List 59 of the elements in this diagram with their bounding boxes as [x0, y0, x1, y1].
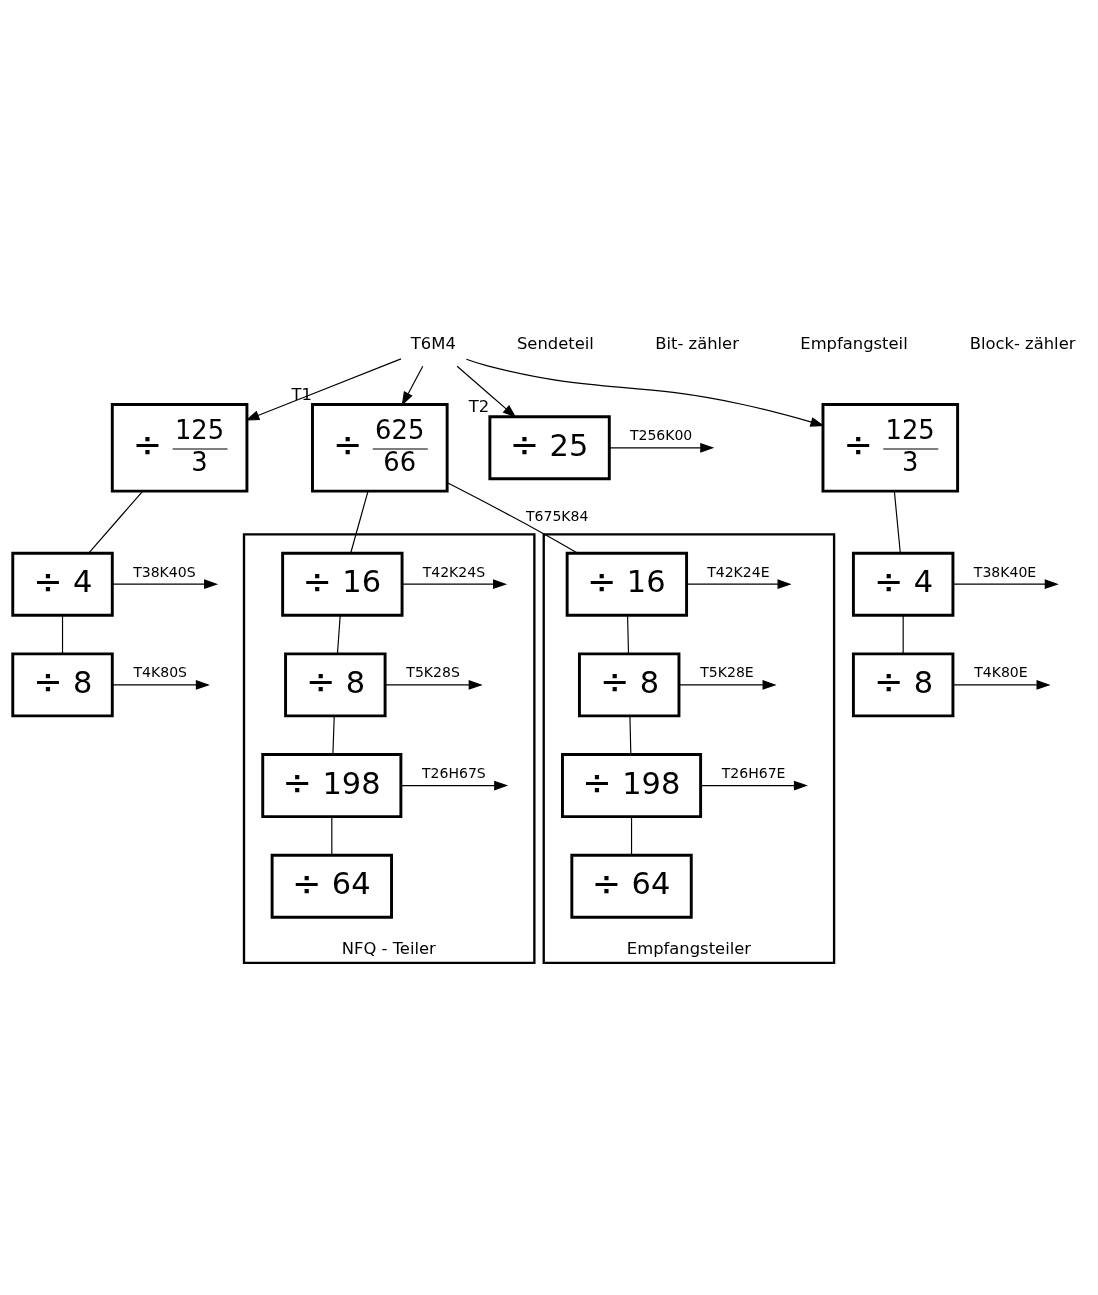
node-box: ÷ 4 [851, 551, 955, 617]
node-label: T1 [291, 384, 312, 404]
edge-label: T38K40S [133, 563, 196, 580]
arrow [245, 357, 402, 421]
connector [893, 490, 901, 553]
node-box: ÷ 8 [851, 651, 955, 717]
edge-label: T42K24E [707, 563, 770, 580]
connector [630, 815, 633, 856]
connector [61, 614, 64, 654]
node-box: ÷ 16 [281, 551, 404, 617]
edge-label: T5K28E [700, 663, 754, 680]
edge-label: T4K80E [974, 663, 1028, 680]
node-box: ÷ 198 [261, 752, 403, 818]
connector [88, 490, 144, 553]
node-text: T6M4 [410, 333, 456, 353]
arrow [384, 679, 483, 690]
node-box: ÷ 4 [11, 551, 114, 617]
edge-label: T26H67E [721, 764, 786, 781]
arrow [401, 365, 424, 406]
arrow [400, 780, 509, 790]
node-box: ÷ 8 [284, 651, 387, 717]
arrow [111, 679, 210, 690]
node-box: ÷ 64 [270, 853, 393, 919]
node-box: ÷ 8 [11, 651, 114, 717]
edge-label: T38K40E [973, 563, 1037, 580]
node-box: ÷ 16 [565, 551, 689, 617]
node-box: ÷ 64 [570, 853, 693, 919]
connector [336, 614, 341, 654]
arrow [686, 578, 792, 589]
arrow [456, 365, 517, 418]
edge-label: T42K24S [422, 563, 486, 580]
arrow [111, 578, 219, 589]
label: Bit- zähler [655, 333, 739, 353]
node-label: T2 [468, 396, 490, 416]
edge-label: T26H67S [422, 764, 486, 781]
node-box: ÷ 25 [488, 414, 611, 480]
arrow [401, 578, 508, 589]
connector [627, 614, 630, 654]
label: Sendeteil [516, 333, 594, 353]
node-box: ÷ 198 [561, 752, 703, 818]
arrow [952, 679, 1051, 690]
label: Empfangsteil [800, 333, 908, 353]
edge-label: T675K84 [525, 507, 589, 524]
edge-label: T256K00 [629, 426, 693, 443]
label: Block- zähler [969, 333, 1076, 353]
connector [350, 490, 369, 553]
arrow [678, 679, 777, 690]
edge-label: T4K80S [133, 663, 188, 680]
arrow [700, 780, 808, 790]
node-box: ÷ 8 [577, 651, 681, 717]
edge-label: T5K28S [406, 663, 460, 680]
connector [446, 481, 578, 554]
connector [331, 815, 333, 856]
arrow [465, 358, 825, 427]
arrow [608, 442, 715, 453]
connector [629, 715, 632, 755]
connector [332, 715, 335, 755]
connector [902, 614, 904, 654]
arrow [952, 578, 1059, 589]
